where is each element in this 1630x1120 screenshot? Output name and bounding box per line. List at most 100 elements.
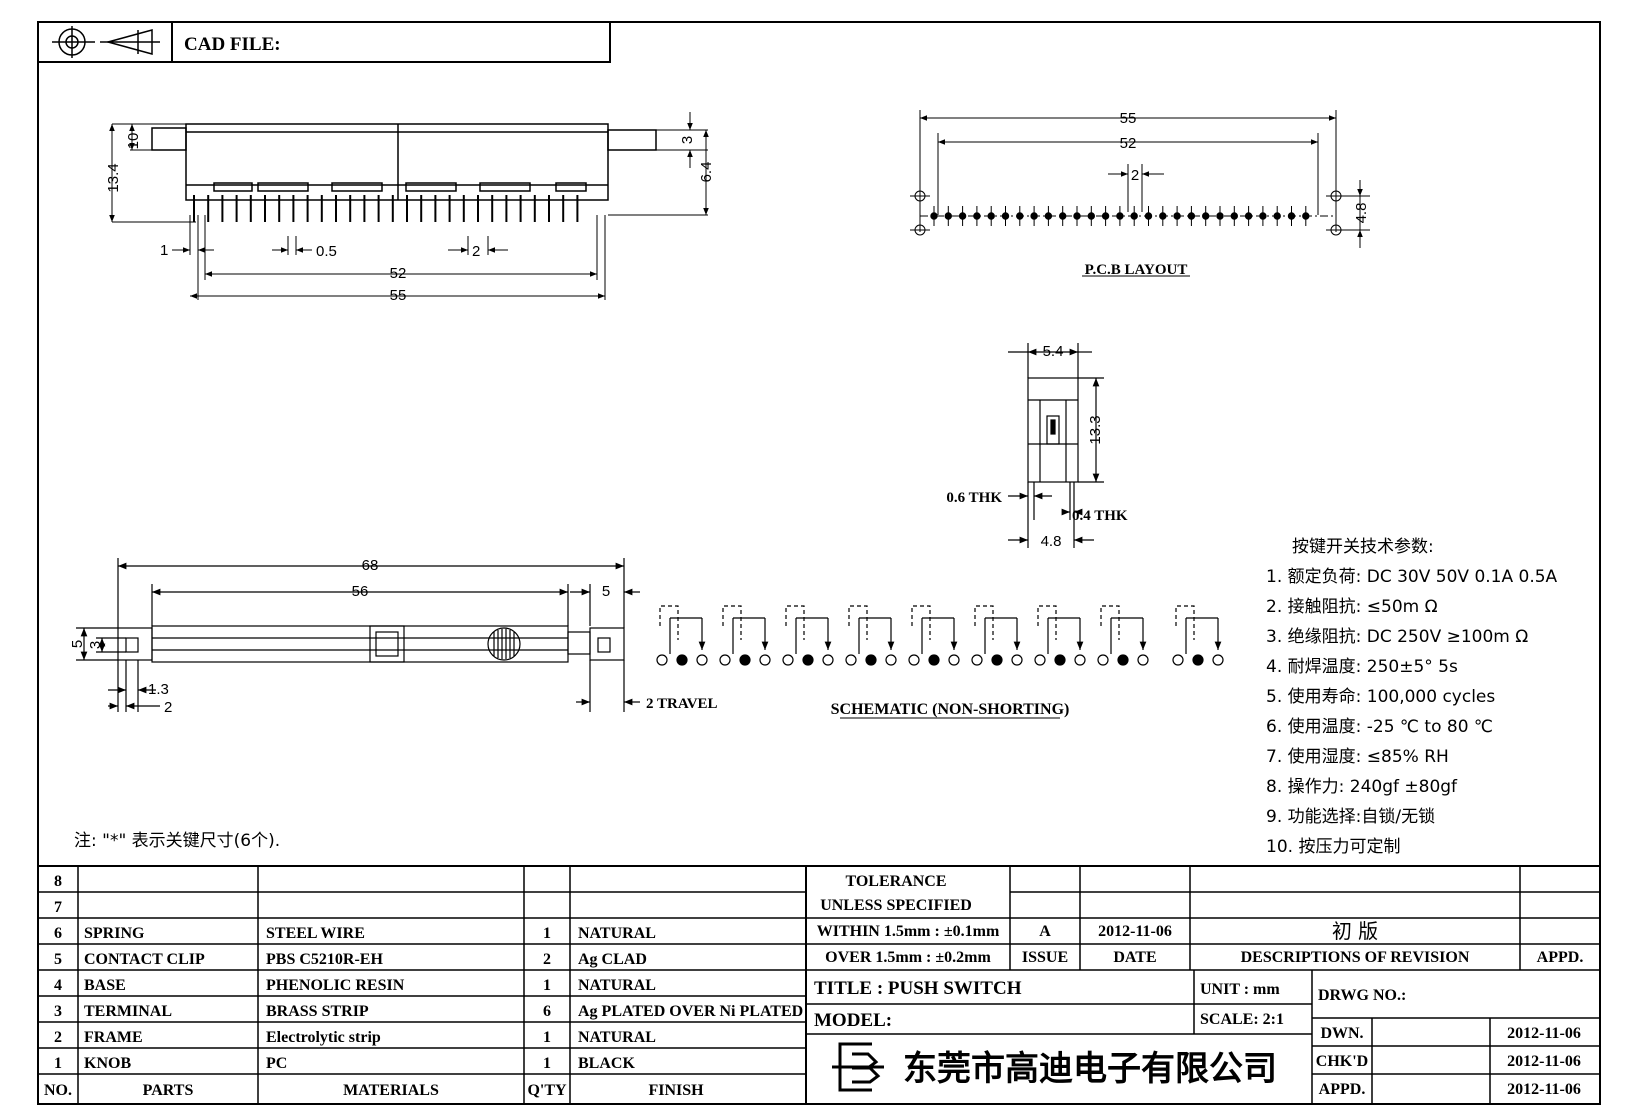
dim-1: 1 [160, 242, 168, 259]
knob-dim-h3: 3 [87, 641, 104, 649]
pcb-dim-52: 52 [1120, 135, 1137, 152]
company-logo-icon [832, 1042, 884, 1092]
schematic-terminal-common [676, 654, 688, 666]
schematic-switch [719, 605, 771, 666]
projection-symbol-icon [52, 26, 160, 58]
knob-dim-2: 2 [164, 699, 172, 716]
dim-10: 10 [125, 133, 142, 150]
schematic-actuator [848, 605, 868, 640]
scale-text: SCALE: 2:1 [1200, 1011, 1284, 1028]
schematic-terminal-common [991, 654, 1003, 666]
schematic-switch [1034, 605, 1086, 666]
schematic-terminal-common [1192, 654, 1204, 666]
side-dim-5-4: 5.4 [1043, 343, 1064, 360]
bom-cell-parts: KNOB [84, 1055, 131, 1072]
specs-title: 按键开关技术参数: [1292, 537, 1434, 557]
schematic-terminal-open [656, 654, 668, 666]
note: 注: "*" 表示关键尺寸(6个). [74, 831, 280, 851]
spec-item: 7. 使用湿度: ≤85% RH [1266, 746, 1449, 767]
schematic-terminal-common [865, 654, 877, 666]
bom-cell-finish: Ag CLAD [578, 951, 647, 968]
chkd-label: CHK'D [1316, 1053, 1368, 1070]
bom-cell-no: 2 [54, 1029, 62, 1046]
header-box: CAD FILE: [37, 21, 611, 63]
bom-cell-materials: BRASS STRIP [266, 1003, 369, 1020]
tolerance-within: WITHIN 1.5mm : ±0.1mm [817, 923, 1000, 940]
schematic-switch [1097, 605, 1149, 666]
terminal-pins [193, 195, 579, 222]
schematic-switch [908, 605, 960, 666]
bom-cell-parts: TERMINAL [84, 1003, 172, 1020]
schematic-actuator [1100, 605, 1120, 640]
spec-items: 1. 额定负荷: DC 30V 50V 0.1A 0.5A2. 接触阻抗: ≤5… [1266, 567, 1558, 857]
schematic-terminal-open [1011, 654, 1023, 666]
schematic-terminal-open [1137, 654, 1149, 666]
bom-cell-finish: NATURAL [578, 977, 656, 994]
revision-date-label: DATE [1113, 949, 1156, 966]
schematic-terminal-open [719, 654, 731, 666]
dim-52: 52 [390, 265, 407, 282]
specs: 按键开关技术参数: 1. 额定负荷: DC 30V 50V 0.1A 0.5A2… [1266, 537, 1558, 857]
bom-header-parts: PARTS [143, 1082, 194, 1099]
side-dim-0-6-thk: 0.6 THK [946, 490, 1002, 506]
bom-cell-qty: 1 [543, 977, 551, 994]
appd-label: APPD. [1319, 1081, 1366, 1098]
appd-date: 2012-11-06 [1507, 1081, 1581, 1098]
unit-text: UNIT : mm [1200, 981, 1280, 998]
schematic-switch [656, 605, 708, 666]
side-dim-13-3: 13.3 [1087, 415, 1104, 444]
schematic-actuator [722, 605, 742, 640]
knob-dim-5: 5 [602, 583, 610, 600]
schematic-actuator [1175, 605, 1195, 640]
bom-cell-parts: FRAME [84, 1029, 143, 1046]
schematic-actuator [659, 605, 679, 640]
knob-dim-h5: 5 [69, 640, 86, 648]
bom-cell-materials: PC [266, 1055, 287, 1072]
schematic-terminal-open [1172, 654, 1184, 666]
schematic-terminal-common [739, 654, 751, 666]
dim-6-4: 6.4 [698, 162, 715, 183]
schematic-terminal-common [1117, 654, 1129, 666]
knob-view [76, 558, 640, 712]
revision-issue-label: ISSUE [1022, 949, 1068, 966]
bom-cell-no: 8 [54, 873, 62, 890]
drwg-no-text: DRWG NO.: [1318, 987, 1406, 1004]
schematic-terminal-open [696, 654, 708, 666]
bom-cell-materials: PBS C5210R-EH [266, 951, 383, 968]
dim-13-4: 13.4 [105, 163, 122, 192]
title-block-grid [38, 865, 1600, 1104]
bom-cell-finish: NATURAL [578, 925, 656, 942]
spec-item: 8. 操作力: 240gf ±80gf [1266, 777, 1458, 797]
front-view-dimensions: 13.4 10 3 6.4 1 0.5 2 52 55 [105, 133, 715, 304]
bom-cell-qty: 1 [543, 925, 551, 942]
drawing-border [37, 21, 1601, 1105]
schematic-terminal-open [948, 654, 960, 666]
bom-row: 8 [54, 873, 62, 890]
side-dim-4-8: 4.8 [1041, 533, 1062, 550]
title-block: TITLE : PUSH SWITCH MODEL: UNIT : mm SCA… [814, 978, 1581, 1098]
schematic-terminal-open [885, 654, 897, 666]
schematic-actuator [911, 605, 931, 640]
schematic-switch [1172, 605, 1224, 666]
pcb-dim-55: 55 [1120, 110, 1137, 127]
spec-item: 10. 按压力可定制 [1266, 837, 1400, 857]
schematic-terminal-common [1054, 654, 1066, 666]
bom-cell-finish: Ag PLATED OVER Ni PLATED [578, 1003, 803, 1020]
bom-cell-parts: BASE [84, 977, 126, 994]
schematic-terminal-common [802, 654, 814, 666]
knob-dim-2-travel: 2 TRAVEL [646, 696, 718, 712]
tolerance-block: TOLERANCE UNLESS SPECIFIED WITHIN 1.5mm … [817, 873, 1000, 966]
revision-description-label: DESCRIPTIONS OF REVISION [1241, 949, 1470, 966]
bom-header: NO. PARTS MATERIALS Q'TY FINISH [44, 1082, 704, 1099]
front-view [109, 112, 709, 300]
bom-header-qty: Q'TY [527, 1082, 567, 1099]
schematic-switch [782, 605, 834, 666]
bom-cell-qty: 1 [543, 1055, 551, 1072]
knob-dim-56: 56 [352, 583, 369, 600]
side-view [1008, 343, 1104, 548]
